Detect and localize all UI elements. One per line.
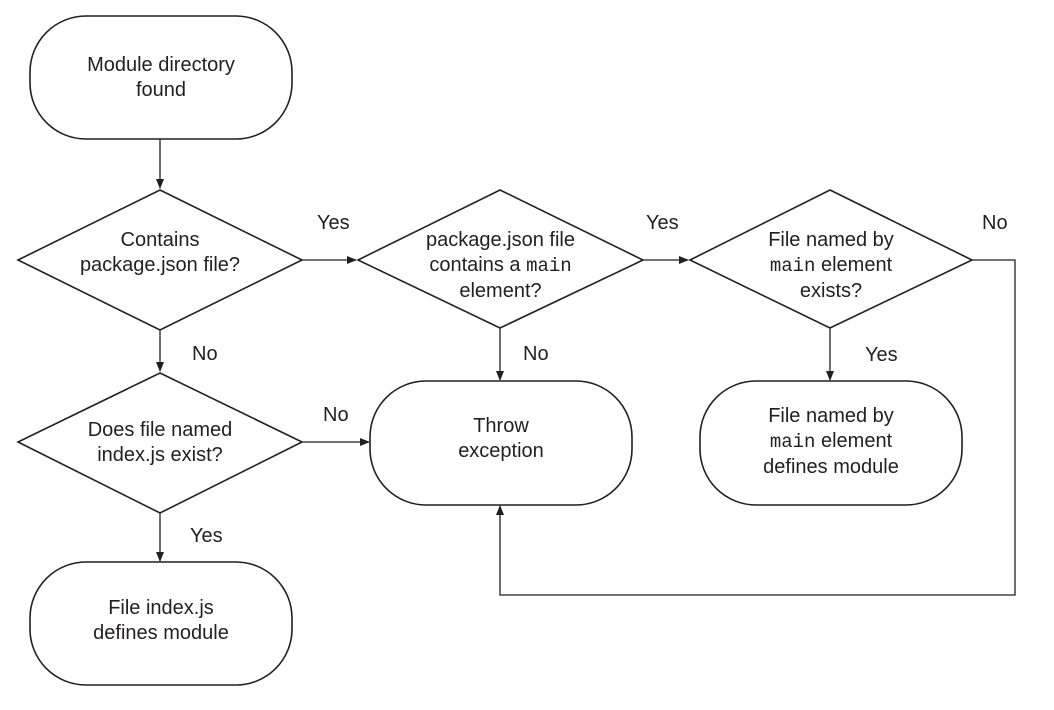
node-main-line1: package.json file bbox=[426, 229, 575, 251]
node-main-defines-line3: defines module bbox=[763, 456, 899, 478]
node-index-defines-label: File index.js defines module bbox=[30, 594, 292, 648]
node-throw-line2: exception bbox=[458, 440, 544, 462]
edge-label-package-yes: Yes bbox=[317, 212, 350, 234]
node-package-shape bbox=[16, 189, 304, 331]
node-main-line3: element? bbox=[459, 280, 542, 302]
edge-label-main-yes: Yes bbox=[646, 212, 679, 234]
node-main-line2-code: main bbox=[526, 255, 572, 277]
edge-label-index-yes: Yes bbox=[190, 525, 223, 547]
node-main-line2-text: contains a bbox=[429, 254, 527, 276]
edge-label-package-no: No bbox=[192, 343, 218, 365]
node-main-label: package.json file contains a main elemen… bbox=[358, 226, 643, 306]
node-main-shape bbox=[356, 189, 645, 329]
node-main-defines-shape bbox=[699, 380, 963, 506]
node-exists-line2: main element bbox=[770, 253, 892, 279]
edge-label-main-no: No bbox=[523, 343, 549, 365]
node-index-line2: index.js exist? bbox=[97, 444, 223, 466]
node-throw-line1: Throw bbox=[473, 415, 529, 437]
node-index-defines-line2: defines module bbox=[93, 622, 229, 644]
node-exists-label: File named by main element exists? bbox=[690, 226, 972, 306]
node-index-label: Does file named index.js exist? bbox=[18, 416, 302, 470]
node-package-line2: package.json file? bbox=[79, 254, 241, 276]
node-index-shape bbox=[16, 372, 304, 514]
edge-label-index-no: No bbox=[323, 404, 349, 426]
node-main-defines-label: File named by main element defines modul… bbox=[700, 402, 962, 482]
node-index-defines-line1: File index.js bbox=[108, 597, 214, 619]
node-start-label: Module directory found bbox=[30, 16, 292, 139]
node-package-label: Contains package.json file? bbox=[18, 226, 302, 280]
node-exists-line2-text: element bbox=[815, 254, 893, 276]
node-throw-label: Throw exception bbox=[370, 412, 632, 466]
node-main-defines-line2: main element bbox=[770, 429, 892, 455]
node-main-defines-line1: File named by bbox=[768, 405, 894, 427]
node-package-line1: Contains bbox=[120, 229, 200, 251]
node-main-defines-line2-text: element bbox=[815, 430, 893, 452]
edge-label-exists-no: No bbox=[982, 212, 1008, 234]
node-main-defines-line2-code: main bbox=[769, 431, 816, 453]
node-throw-shape bbox=[369, 380, 633, 506]
node-exists-shape bbox=[688, 189, 974, 329]
node-main-line2: contains a main bbox=[429, 253, 571, 279]
node-start-line2: found bbox=[135, 78, 187, 101]
node-exists-line2-code: main bbox=[769, 255, 816, 277]
node-start-shape bbox=[29, 15, 293, 140]
node-exists-line3: exists? bbox=[799, 280, 863, 302]
edge-exists-no bbox=[496, 259, 1016, 596]
node-exists-line1: File named by bbox=[768, 229, 894, 251]
node-start-line1: Module directory bbox=[87, 53, 235, 76]
node-index-defines-shape bbox=[29, 561, 293, 686]
edge-label-exists-yes: Yes bbox=[865, 344, 898, 366]
node-index-line1: Does file named bbox=[87, 419, 233, 441]
